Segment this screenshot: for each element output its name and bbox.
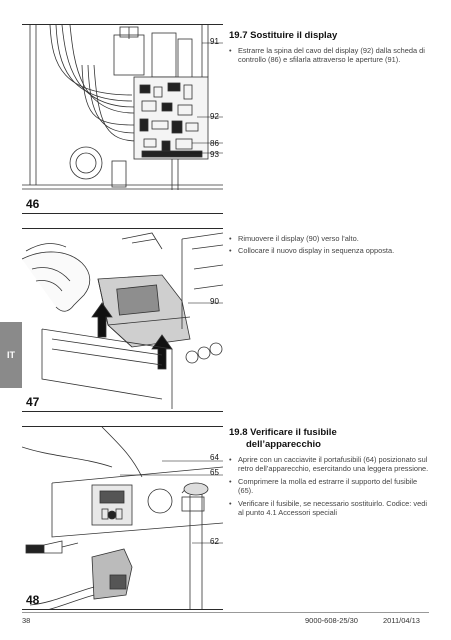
- callout-91: 91: [210, 37, 219, 46]
- figure-48: 48: [22, 426, 223, 610]
- bullet-list: Estrarre la spina del cavo del display (…: [229, 46, 429, 65]
- callout-92: 92: [210, 112, 219, 121]
- bullet-item: Rimuovere il display (90) verso l’alto.: [229, 234, 429, 244]
- figure-46: 46: [22, 24, 223, 214]
- section-title-line-2: dell’apparecchio: [246, 439, 321, 450]
- bullet-item: Verificare il fusibile, se necessario so…: [229, 499, 429, 518]
- page-number: 38: [22, 616, 31, 625]
- section-display-steps: Rimuovere il display (90) verso l’alto. …: [229, 230, 429, 259]
- bullet-item: Estrarre la spina del cavo del display (…: [229, 46, 429, 65]
- section-19-8: 19.8 Verificare il fusibile dell’apparec…: [229, 427, 429, 520]
- document-code: 9000-608-25/30: [305, 616, 358, 625]
- footer-rule: [22, 612, 429, 613]
- callout-93: 93: [210, 150, 219, 159]
- bullet-item: Comprimere la molla ed estrarre il suppo…: [229, 477, 429, 496]
- figure-47-drawing: [22, 232, 223, 409]
- section-19-7: 19.7 Sostituire il display Estrarre la s…: [229, 30, 429, 68]
- callout-62: 62: [210, 537, 219, 546]
- callout-65: 65: [210, 468, 219, 477]
- figure-48-drawing: [22, 427, 223, 609]
- section-title-line-1: 19.8 Verificare il fusibile: [229, 427, 337, 438]
- figure-46-drawing: [22, 25, 223, 190]
- document-date: 2011/04/13: [383, 616, 420, 625]
- bullet-list: Rimuovere il display (90) verso l’alto. …: [229, 234, 429, 256]
- language-tab-label: IT: [7, 350, 15, 360]
- callout-64: 64: [210, 453, 219, 462]
- bullet-item: Collocare il nuovo display in sequenza o…: [229, 246, 429, 256]
- bullet-item: Aprire con un cacciavite il portafusibil…: [229, 455, 429, 474]
- figure-47: 47: [22, 228, 223, 412]
- callout-90: 90: [210, 297, 219, 306]
- figure-number: 48: [26, 593, 40, 607]
- callout-86: 86: [210, 139, 219, 148]
- figure-number: 46: [26, 197, 40, 211]
- language-tab: IT: [0, 322, 22, 388]
- bullet-list: Aprire con un cacciavite il portafusibil…: [229, 455, 429, 517]
- figure-number: 47: [26, 395, 40, 409]
- section-title: 19.7 Sostituire il display: [229, 30, 338, 41]
- section-title: 19.8 Verificare il fusibile dell’apparec…: [229, 427, 429, 451]
